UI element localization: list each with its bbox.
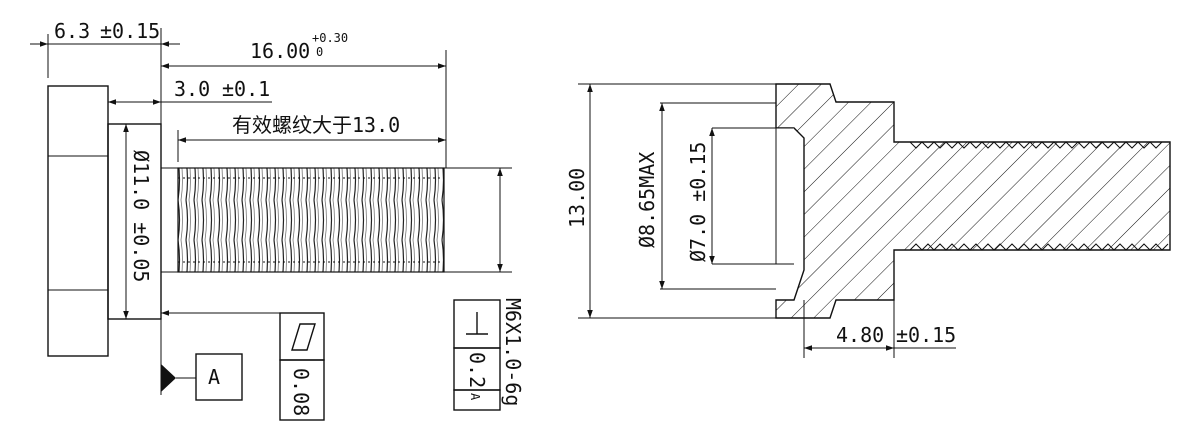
dim-outer-diameter: 13.00 xyxy=(565,83,776,319)
dim-total-length-tol-lower: 0 xyxy=(316,45,323,59)
thread-spec: M6X1.0-6g xyxy=(501,298,525,406)
dim-head-width: 6.3 ±0.15 xyxy=(30,19,180,47)
datum-a: A xyxy=(161,353,243,401)
dim-total-length-tol-upper: +0.30 xyxy=(312,31,348,45)
dim-bore-max: Ø8.65MAX xyxy=(635,103,665,289)
bore-max-value: Ø8.65MAX xyxy=(635,152,659,248)
dim-shoulder-diameter: Ø11.0 ±0.05 xyxy=(123,124,153,319)
dim-head-width-value: 6.3 xyxy=(54,19,90,43)
left-view: 6.3 ±0.15 16.00 +0.30 0 3.0 ±0.1 有效螺纹大于1… xyxy=(30,19,525,421)
perpendicularity-value: 0.2 xyxy=(465,352,489,388)
dim-bore: Ø7.0 ±0.15 xyxy=(686,128,715,264)
dim-depth: 4.80 ±0.15 xyxy=(803,300,956,358)
dim-shoulder-length: 3.0 ±0.1 xyxy=(108,77,272,105)
dim-shoulder-length-tol: ±0.1 xyxy=(222,77,270,101)
bore xyxy=(660,102,794,290)
bolt-shoulder xyxy=(107,123,162,320)
thread-teeth xyxy=(909,141,1169,251)
bolt-thread xyxy=(161,167,445,273)
bolt-head xyxy=(47,85,109,357)
section-body xyxy=(775,83,1171,319)
dim-shoulder-length-value: 3.0 xyxy=(174,77,210,101)
perpendicular-icon xyxy=(466,312,488,335)
dim-total-length: 16.00 +0.30 0 xyxy=(161,31,446,69)
flatness-frame: 0.08 xyxy=(161,310,325,421)
dim-total-length-value: 16.00 xyxy=(250,39,310,63)
depth-value: 4.80 xyxy=(836,323,884,347)
dim-head-width-tol: ±0.15 xyxy=(100,19,160,43)
thread-length-note: 有效螺纹大于13.0 xyxy=(232,113,400,137)
flatness-icon xyxy=(291,323,316,351)
datum-a-label: A xyxy=(208,365,220,389)
dim-thread-length: 有效螺纹大于13.0 xyxy=(178,113,446,143)
depth-tol: ±0.15 xyxy=(896,323,956,347)
right-view: 13.00 Ø8.65MAX Ø7.0 ±0.15 4.80 ±0.15 xyxy=(565,83,1171,358)
perpendicularity-frame: 0.2 A M6X1.0-6g xyxy=(453,298,525,411)
perpendicularity-datum: A xyxy=(468,393,482,401)
outer-diameter-value: 13.00 xyxy=(565,168,589,228)
shoulder-diameter-value: Ø11.0 ±0.05 xyxy=(129,150,153,282)
bore-value: Ø7.0 ±0.15 xyxy=(686,142,710,262)
dim-thread-height xyxy=(444,167,512,273)
flatness-value: 0.08 xyxy=(289,368,313,416)
